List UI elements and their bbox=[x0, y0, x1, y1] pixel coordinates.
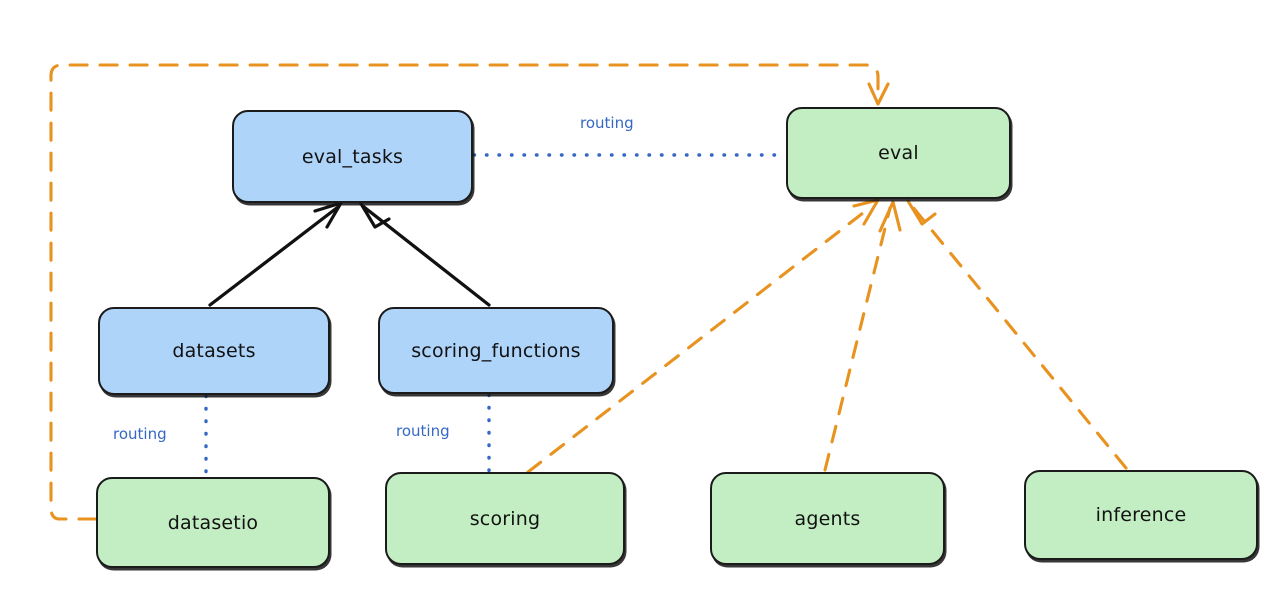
node-label: inference bbox=[1095, 504, 1187, 526]
node-datasets[interactable]: datasets bbox=[98, 307, 330, 395]
node-label: datasetio bbox=[167, 511, 259, 534]
node-eval-tasks[interactable]: eval_tasks bbox=[232, 110, 473, 203]
arrowhead-scoringfn-to-eval-tasks bbox=[358, 200, 391, 229]
arrowhead-datasets-to-eval-tasks bbox=[313, 201, 343, 229]
node-eval[interactable]: eval bbox=[786, 107, 1011, 199]
node-label: eval_tasks bbox=[301, 145, 404, 168]
edge-scoringfn-to-eval-tasks bbox=[362, 205, 491, 307]
node-scoring-functions[interactable]: scoring_functions bbox=[378, 307, 614, 394]
node-label: eval bbox=[878, 142, 919, 164]
edge-label-routing-scoring-functions: routing bbox=[396, 422, 450, 440]
node-label: datasets bbox=[172, 340, 256, 362]
node-label: scoring_functions bbox=[411, 339, 581, 362]
edge-datasets-to-eval-tasks bbox=[208, 205, 340, 307]
arrowhead-datasetio-to-eval bbox=[867, 82, 890, 106]
edge-label-routing-datasets: routing bbox=[113, 425, 167, 443]
node-label: agents bbox=[794, 507, 861, 530]
node-label: scoring bbox=[469, 507, 541, 530]
edge-inference-to-eval bbox=[910, 204, 1128, 470]
node-inference[interactable]: inference bbox=[1024, 470, 1258, 560]
edge-agents-to-eval bbox=[823, 206, 892, 472]
arrowhead-inference-to-eval bbox=[906, 199, 937, 226]
arrowhead-scoring-to-eval bbox=[852, 198, 880, 226]
arrowhead-agents-to-eval bbox=[878, 200, 902, 233]
node-scoring[interactable]: scoring bbox=[385, 472, 625, 565]
node-datasetio[interactable]: datasetio bbox=[96, 477, 330, 568]
node-agents[interactable]: agents bbox=[710, 472, 945, 565]
edge-label-routing-eval-tasks: routing bbox=[580, 114, 634, 132]
